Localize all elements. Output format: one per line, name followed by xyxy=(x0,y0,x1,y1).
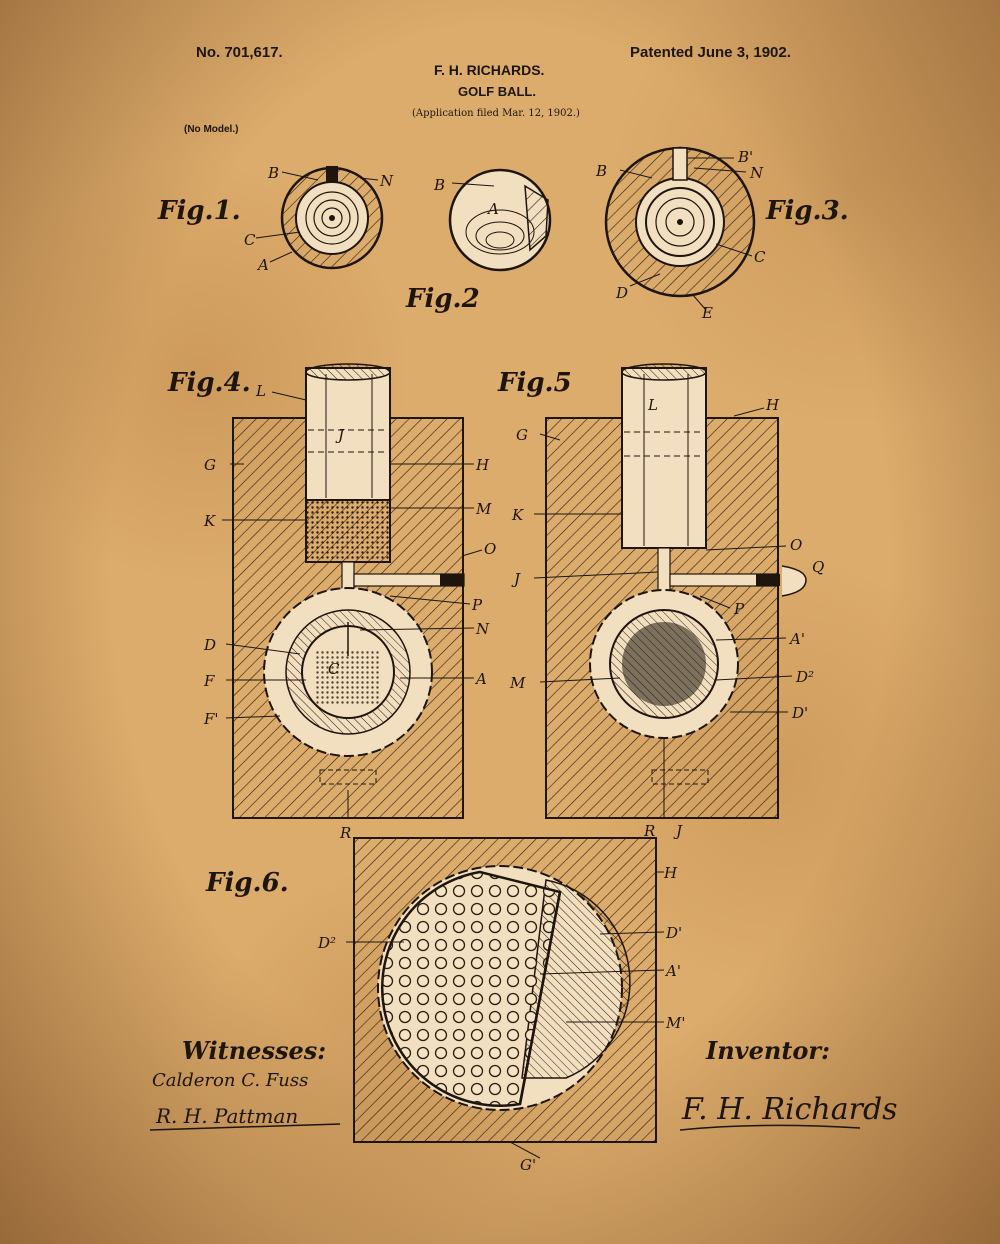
fig5-label-r: R xyxy=(643,822,655,840)
fig6-title: Fig.6. xyxy=(206,868,289,898)
fig1-label-n: N xyxy=(379,172,394,190)
fig5-title: Fig.5 xyxy=(498,368,572,398)
fig2-label-a: A xyxy=(486,200,499,218)
fig5-drawing: L H G K O Q J P A' M D² D' R J xyxy=(509,363,824,840)
fig4-drawing: L G H J K M O P N D C F F' A R xyxy=(203,363,496,842)
fig5-label-l: L xyxy=(647,396,658,414)
fig6-drawing: H D² D' A' M' G' xyxy=(317,837,685,1174)
witness-signature-underline xyxy=(149,1123,341,1131)
fig5-label-o: O xyxy=(790,536,802,554)
fig1-drawing: B N C A xyxy=(244,164,394,274)
fig1-title: Fig.1. xyxy=(158,196,241,226)
witnesses-heading: Witnesses: xyxy=(182,1036,327,1065)
fig4-label-k: K xyxy=(203,512,216,530)
fig2-label-b: B xyxy=(433,176,445,194)
fig3-label-d: D xyxy=(615,284,628,302)
fig4-title: Fig.4. xyxy=(168,368,251,398)
fig3-label-b: B xyxy=(595,162,607,180)
fig3-drawing: B B' N C D E xyxy=(595,146,766,322)
inventor-signature: F. H. Richards xyxy=(682,1092,898,1127)
fig4-label-m: M xyxy=(475,500,492,518)
fig6-label-g-prime: G' xyxy=(520,1156,536,1174)
fig1-label-a: A xyxy=(256,256,269,274)
witness-2-signature: R. H. Pattman xyxy=(156,1104,299,1128)
fig6-label-d-prime: D' xyxy=(665,924,682,942)
application-note: (Application filed Mar. 12, 1902.) xyxy=(412,108,580,119)
fig5-label-j: J xyxy=(511,570,521,588)
fig6-label-a-prime: A' xyxy=(664,962,681,980)
fig5-label-k: K xyxy=(511,506,524,524)
fig1-label-c: C xyxy=(244,231,256,249)
fig3-label-n: N xyxy=(749,164,764,182)
inventor-name: F. H. RICHARDS. xyxy=(434,62,545,78)
fig3-label-b-prime: B' xyxy=(737,148,753,166)
fig5-label-p: P xyxy=(733,600,745,618)
fig6-label-m-prime: M' xyxy=(665,1014,685,1032)
fig4-label-n: N xyxy=(475,620,490,638)
inventor-heading: Inventor: xyxy=(706,1036,830,1065)
fig4-label-o: O xyxy=(484,540,496,558)
fig4-label-p: P xyxy=(471,596,483,614)
patent-number: No. 701,617. xyxy=(196,44,283,61)
fig5-label-m: M xyxy=(509,674,526,692)
fig5-label-a-prime: A' xyxy=(788,630,805,648)
fig3-label-c: C xyxy=(754,248,766,266)
inventor-signature-underline xyxy=(679,1124,861,1131)
fig4-label-g: G xyxy=(204,456,216,474)
fig5-label-d2: D² xyxy=(795,668,814,686)
fig3-label-e: E xyxy=(701,304,713,322)
fig2-drawing: B A xyxy=(433,168,552,272)
fig4-label-a: A xyxy=(474,670,487,688)
fig5-label-d-prime: D' xyxy=(791,704,808,722)
witness-1-signature: Calderon C. Fuss xyxy=(152,1070,309,1091)
fig3-title: Fig.3. xyxy=(766,196,849,226)
fig4-label-d: D xyxy=(203,636,216,654)
fig5-label-q: Q xyxy=(812,558,824,576)
fig4-label-c: C xyxy=(328,660,340,678)
fig5-label-h: H xyxy=(765,396,780,414)
model-note: (No Model.) xyxy=(184,124,239,135)
fig2-title: Fig.2 xyxy=(406,284,480,314)
fig4-label-f: F xyxy=(203,672,215,690)
fig4-label-h: H xyxy=(475,456,490,474)
fig4-label-r: R xyxy=(339,824,351,842)
fig5-label-j2: J xyxy=(673,822,683,840)
fig6-label-h: H xyxy=(663,864,678,882)
fig4-label-l: L xyxy=(255,382,266,400)
patented-date: Patented June 3, 1902. xyxy=(630,44,791,61)
fig4-label-j: J xyxy=(335,426,345,444)
patent-title: GOLF BALL. xyxy=(458,84,536,99)
fig1-label-b: B xyxy=(267,164,279,182)
fig4-label-f-prime: F' xyxy=(203,710,219,728)
fig5-label-g: G xyxy=(516,426,528,444)
fig6-label-d2: D² xyxy=(317,934,336,952)
